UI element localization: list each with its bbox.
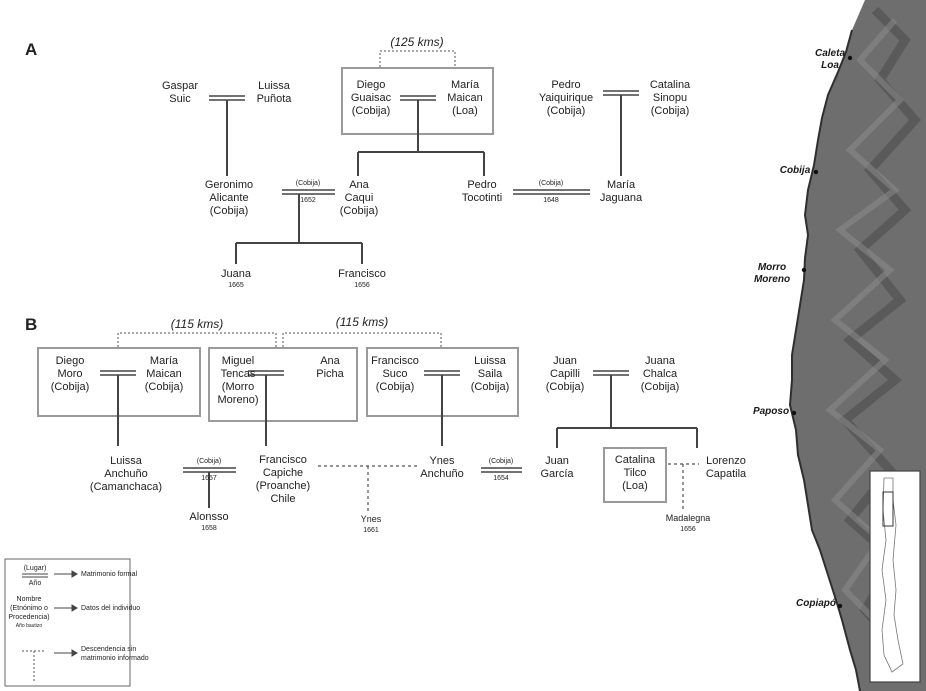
marriage-year: 1648 [543, 197, 559, 204]
legend-datos: Datos del individuo [81, 605, 141, 612]
marriage-year: 1654 [493, 475, 509, 482]
marriage-place: (Cobija) [538, 180, 564, 187]
person-name: Juana [221, 268, 251, 280]
marriage-year: 1652 [300, 197, 316, 204]
person-francisco-a: Francisco 1656 [338, 268, 386, 290]
baptism-year: 1661 [363, 527, 379, 534]
legend-lugar: (Lugar) [23, 565, 47, 572]
map-dot-morro-moreno [801, 267, 807, 273]
person-name: Alonsso [189, 511, 229, 523]
baptism-year: 1656 [354, 282, 370, 289]
marriage-place: (Cobija) [488, 458, 514, 465]
box-catalina-tilco [603, 447, 667, 503]
map-relief-light [825, 18, 905, 633]
baptism-year: 1656 [680, 526, 696, 533]
distance-bracket-b1 [117, 332, 277, 347]
map-label-cobija: Cobija [779, 165, 811, 176]
map-dot-caleta-loa [847, 55, 853, 61]
marriage-place: (Cobija) [295, 180, 321, 187]
person-alonsso: Alonsso 1658 [189, 511, 228, 533]
person-name: Ynes [360, 514, 382, 524]
map-dot-copiapo [837, 603, 843, 609]
legend-ano: Año [28, 580, 42, 587]
distance-label-b2: (115 kms) [335, 315, 389, 329]
person-ynes: Ynes 1661 [361, 513, 382, 535]
distance-bracket-b2 [282, 332, 442, 347]
map-dot-paposo [791, 410, 797, 416]
map-coastline [788, 29, 861, 691]
map-dot-cobija [813, 169, 819, 175]
map-label-copiapo: Copiapó [796, 598, 836, 609]
person-madalegna: Madalegna 1656 [666, 512, 711, 534]
legend-fecha: Año bautizo [15, 623, 43, 629]
map-label-paposo: Paposo [752, 406, 790, 417]
map-coast [788, 0, 926, 691]
panel-label-a: A [25, 40, 38, 59]
person-name: Madalegna [665, 513, 711, 523]
distance-bracket-a [379, 50, 456, 67]
person-name: Francisco [338, 268, 386, 280]
distance-label-a: (125 kms) [390, 35, 444, 49]
baptism-year: 1658 [201, 525, 217, 532]
baptism-year: 1665 [228, 282, 244, 289]
person-juana: Juana 1665 [221, 268, 251, 290]
panel-label-b: B [25, 315, 38, 334]
map-inset-highlight [882, 491, 894, 527]
legend-frame [4, 558, 131, 687]
marriage-place: (Cobija) [196, 458, 222, 465]
legend-matrimonio: Matrimonio formal [81, 571, 138, 578]
distance-label-b1: (115 kms) [170, 317, 224, 331]
marriage-year: 1657 [201, 475, 217, 482]
box-miguel-ana [208, 347, 358, 422]
